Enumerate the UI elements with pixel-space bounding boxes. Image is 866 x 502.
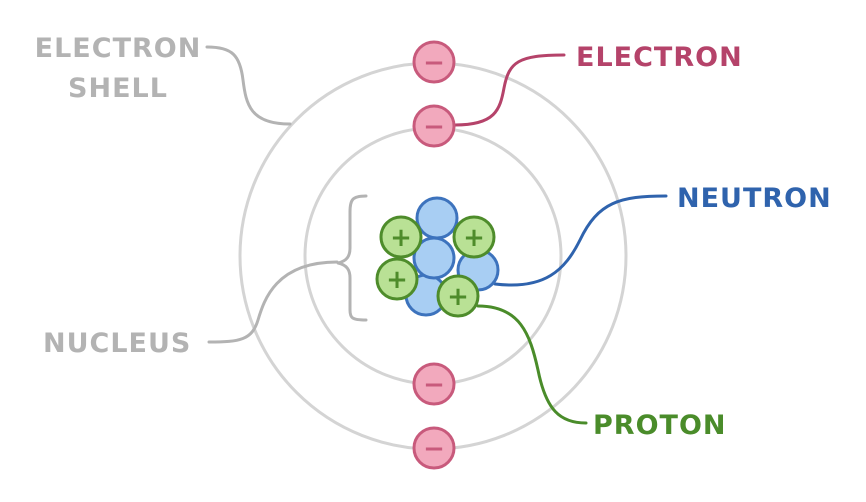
- proton-sign: +: [390, 223, 412, 253]
- neutron: [415, 196, 459, 240]
- proton: [452, 215, 496, 259]
- electron-shell-label-line2: SHELL: [68, 73, 168, 104]
- neutron-label: NEUTRON: [677, 183, 832, 214]
- proton-sign: +: [463, 223, 485, 253]
- electron: [412, 40, 456, 84]
- proton-leader-line: [476, 304, 588, 425]
- neutron: [412, 236, 456, 280]
- proton-sign: +: [386, 265, 408, 295]
- nucleus-leader-line: [207, 260, 339, 344]
- proton-sign: +: [447, 282, 469, 312]
- electron: [412, 104, 456, 148]
- electron-label: ELECTRON: [576, 42, 743, 73]
- proton: [375, 257, 419, 301]
- electron-leader-line: [453, 53, 566, 127]
- electron-sign: −: [423, 434, 445, 464]
- proton-label: PROTON: [593, 410, 727, 441]
- nucleus-brace: [336, 194, 368, 322]
- proton: [436, 274, 480, 318]
- electron: [412, 362, 456, 406]
- electrons: − − − −: [412, 40, 456, 470]
- electron-shell-leader-line: [205, 45, 292, 126]
- electron-sign: −: [423, 112, 445, 142]
- electron: [412, 426, 456, 470]
- electron-sign: −: [423, 370, 445, 400]
- nucleus-label: NUCLEUS: [43, 328, 191, 359]
- proton: [379, 215, 423, 259]
- nucleus: + + + +: [375, 196, 500, 318]
- electron-shell-label-line1: ELECTRON: [35, 33, 202, 64]
- electron-sign: −: [423, 48, 445, 78]
- neutron-leader-line: [493, 194, 668, 287]
